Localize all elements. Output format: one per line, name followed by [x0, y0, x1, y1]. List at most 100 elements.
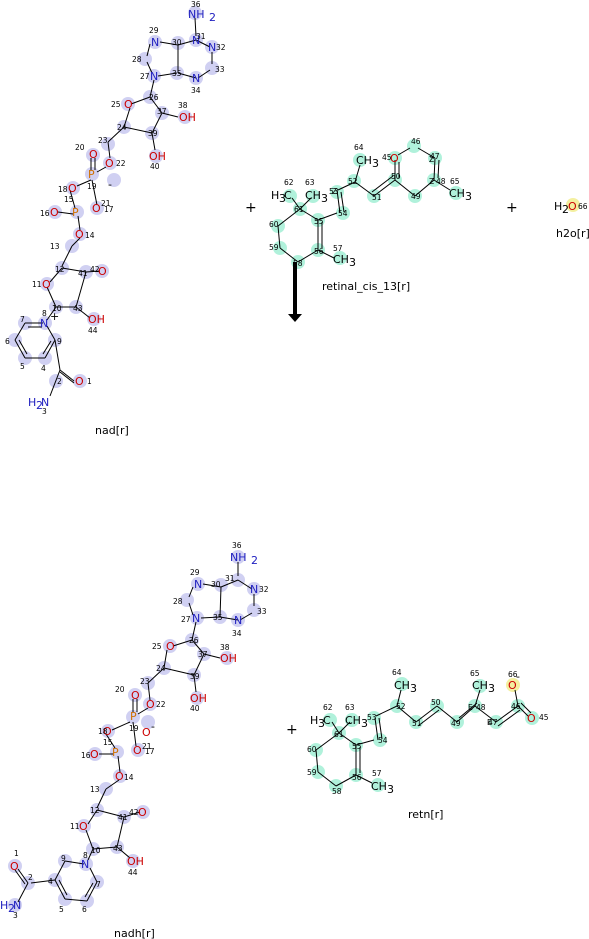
svg-text:61: 61: [294, 205, 304, 214]
plus-sign-3: +: [286, 722, 298, 738]
retn-ch3-65-sub: 3: [488, 682, 495, 695]
svg-text:14: 14: [85, 231, 95, 240]
svg-text:59: 59: [307, 768, 317, 777]
svg-text:42: 42: [129, 808, 139, 817]
svg-text:4: 4: [48, 877, 53, 886]
svg-text:38: 38: [220, 643, 230, 652]
svg-text:47: 47: [430, 152, 440, 161]
h2o-o: O: [568, 200, 577, 213]
svg-text:46: 46: [511, 702, 521, 711]
svg-text:26: 26: [189, 636, 199, 645]
retn-h3c-c: C: [323, 714, 331, 727]
svg-text:63: 63: [305, 178, 315, 187]
nad-amine-sub: 2: [209, 11, 216, 24]
svg-text:55: 55: [352, 742, 362, 751]
svg-text:37: 37: [198, 650, 208, 659]
svg-text:52: 52: [348, 177, 358, 186]
svg-text:8: 8: [42, 309, 47, 318]
retn-ch3-63: CH: [345, 714, 361, 727]
svg-text:1: 1: [14, 849, 19, 858]
svg-text:22: 22: [116, 159, 126, 168]
svg-text:61: 61: [334, 730, 344, 739]
svg-text:43: 43: [73, 304, 83, 313]
svg-text:44: 44: [88, 326, 98, 335]
nad-n29: N: [151, 36, 159, 49]
retn-ch3-64: CH: [394, 679, 410, 692]
retn-ch3-57-sub: 3: [387, 783, 394, 796]
nad-h2n: H: [28, 396, 36, 409]
nad-n34: N: [192, 72, 200, 85]
svg-text:64: 64: [354, 143, 364, 152]
svg-text:52: 52: [396, 702, 406, 711]
retn-o45: O: [527, 712, 536, 725]
svg-text:12: 12: [90, 806, 100, 815]
svg-text:11: 11: [70, 822, 80, 831]
svg-text:5: 5: [59, 905, 64, 914]
nadh-n27: N: [192, 612, 200, 625]
retn-e1: E: [468, 703, 473, 712]
svg-text:35: 35: [172, 69, 182, 78]
nadh-o20: O: [131, 689, 140, 702]
svg-text:10: 10: [52, 304, 62, 313]
h2o-molecule: H 2 O 66 h2o[r]: [554, 198, 589, 240]
svg-text:20: 20: [115, 685, 125, 694]
svg-text:10: 10: [91, 846, 101, 855]
ret-z1: Z: [332, 187, 337, 196]
svg-text:47: 47: [488, 718, 498, 727]
nad-n-plus: +: [50, 310, 59, 323]
svg-text:9: 9: [61, 854, 66, 863]
svg-text:31: 31: [196, 32, 206, 41]
svg-text:49: 49: [411, 192, 421, 201]
svg-text:48: 48: [476, 703, 486, 712]
nad-p19: P: [88, 168, 95, 181]
svg-text:64: 64: [392, 668, 402, 677]
nadh-n34: N: [234, 614, 242, 627]
svg-text:7: 7: [96, 880, 101, 889]
svg-text:50: 50: [431, 698, 441, 707]
retn-molecule: H 3 C CH 3 CH 3 CH 3 CH 3 O - O 64525354…: [307, 668, 549, 821]
svg-text:57: 57: [372, 769, 382, 778]
svg-text:37: 37: [157, 107, 167, 116]
ret-ch3-64-sub: 3: [372, 157, 379, 170]
ret-ch3-63: CH: [305, 189, 321, 202]
svg-text:9: 9: [57, 337, 62, 346]
nad-oh40: OH: [149, 150, 166, 163]
svg-text:6: 6: [5, 337, 10, 346]
ret-h3c: H: [271, 189, 279, 202]
svg-text:24: 24: [117, 123, 127, 132]
svg-text:29: 29: [149, 26, 159, 35]
nadh-oh40: OH: [190, 692, 207, 705]
svg-text:15: 15: [103, 738, 113, 747]
svg-text:7: 7: [20, 315, 25, 324]
ret-ch3-63-sub: 3: [321, 192, 328, 205]
svg-text:11: 11: [32, 280, 42, 289]
svg-text:33: 33: [215, 65, 225, 74]
svg-text:53: 53: [329, 187, 339, 196]
nad-n32: N: [208, 41, 216, 54]
nad-h2n-sub: 2: [36, 399, 43, 412]
svg-text:62: 62: [323, 703, 333, 712]
svg-text:46: 46: [411, 137, 421, 146]
retn-h3c-sub: 3: [318, 717, 325, 730]
h2o-h: H: [554, 200, 562, 213]
svg-text:3: 3: [13, 911, 18, 920]
svg-text:65: 65: [450, 177, 460, 186]
svg-text:33: 33: [257, 607, 267, 616]
svg-text:28: 28: [173, 597, 183, 606]
svg-text:30: 30: [211, 580, 221, 589]
ret-ch3-57-sub: 3: [349, 256, 356, 269]
svg-text:13: 13: [50, 242, 60, 251]
nad-label: nad[r]: [95, 424, 129, 437]
svg-text:48: 48: [436, 177, 446, 186]
nad-o42: O: [98, 265, 107, 278]
nadh-o1: O: [10, 860, 19, 873]
svg-text:18: 18: [58, 185, 68, 194]
svg-text:58: 58: [332, 787, 342, 796]
ret-ch3-57: CH: [333, 253, 349, 266]
retn-o66: O: [508, 679, 517, 692]
ret-ch3-65: CH: [449, 187, 465, 200]
ret-z3: Z: [429, 177, 434, 186]
svg-text:2: 2: [57, 377, 62, 386]
